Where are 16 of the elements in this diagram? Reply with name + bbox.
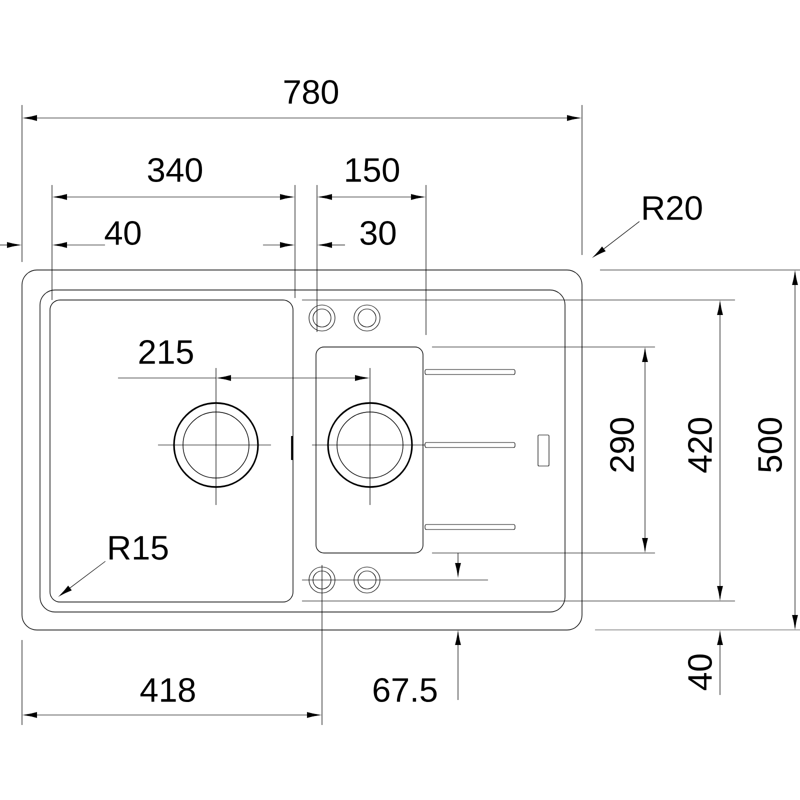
dimension-label: 340 xyxy=(148,158,202,182)
dimension-label: 40 xyxy=(104,220,141,246)
dimension-label: 67.5 xyxy=(374,678,437,702)
dimension-label: 215 xyxy=(139,340,193,364)
dimension-label: 150 xyxy=(346,158,399,182)
leader-line xyxy=(59,561,106,596)
radius-label: R15 xyxy=(110,536,168,560)
dimension-label: 780 xyxy=(284,80,338,104)
dimension-label: 420 xyxy=(688,418,712,473)
dimension-label: 418 xyxy=(140,678,195,702)
dimension-label: 40 xyxy=(688,654,712,690)
radius-label: R20 xyxy=(644,196,702,220)
dimension-label: 500 xyxy=(758,418,782,472)
dimension-label: 290 xyxy=(610,418,634,472)
dimension-label: 30 xyxy=(360,220,396,246)
leader-line xyxy=(593,221,640,257)
